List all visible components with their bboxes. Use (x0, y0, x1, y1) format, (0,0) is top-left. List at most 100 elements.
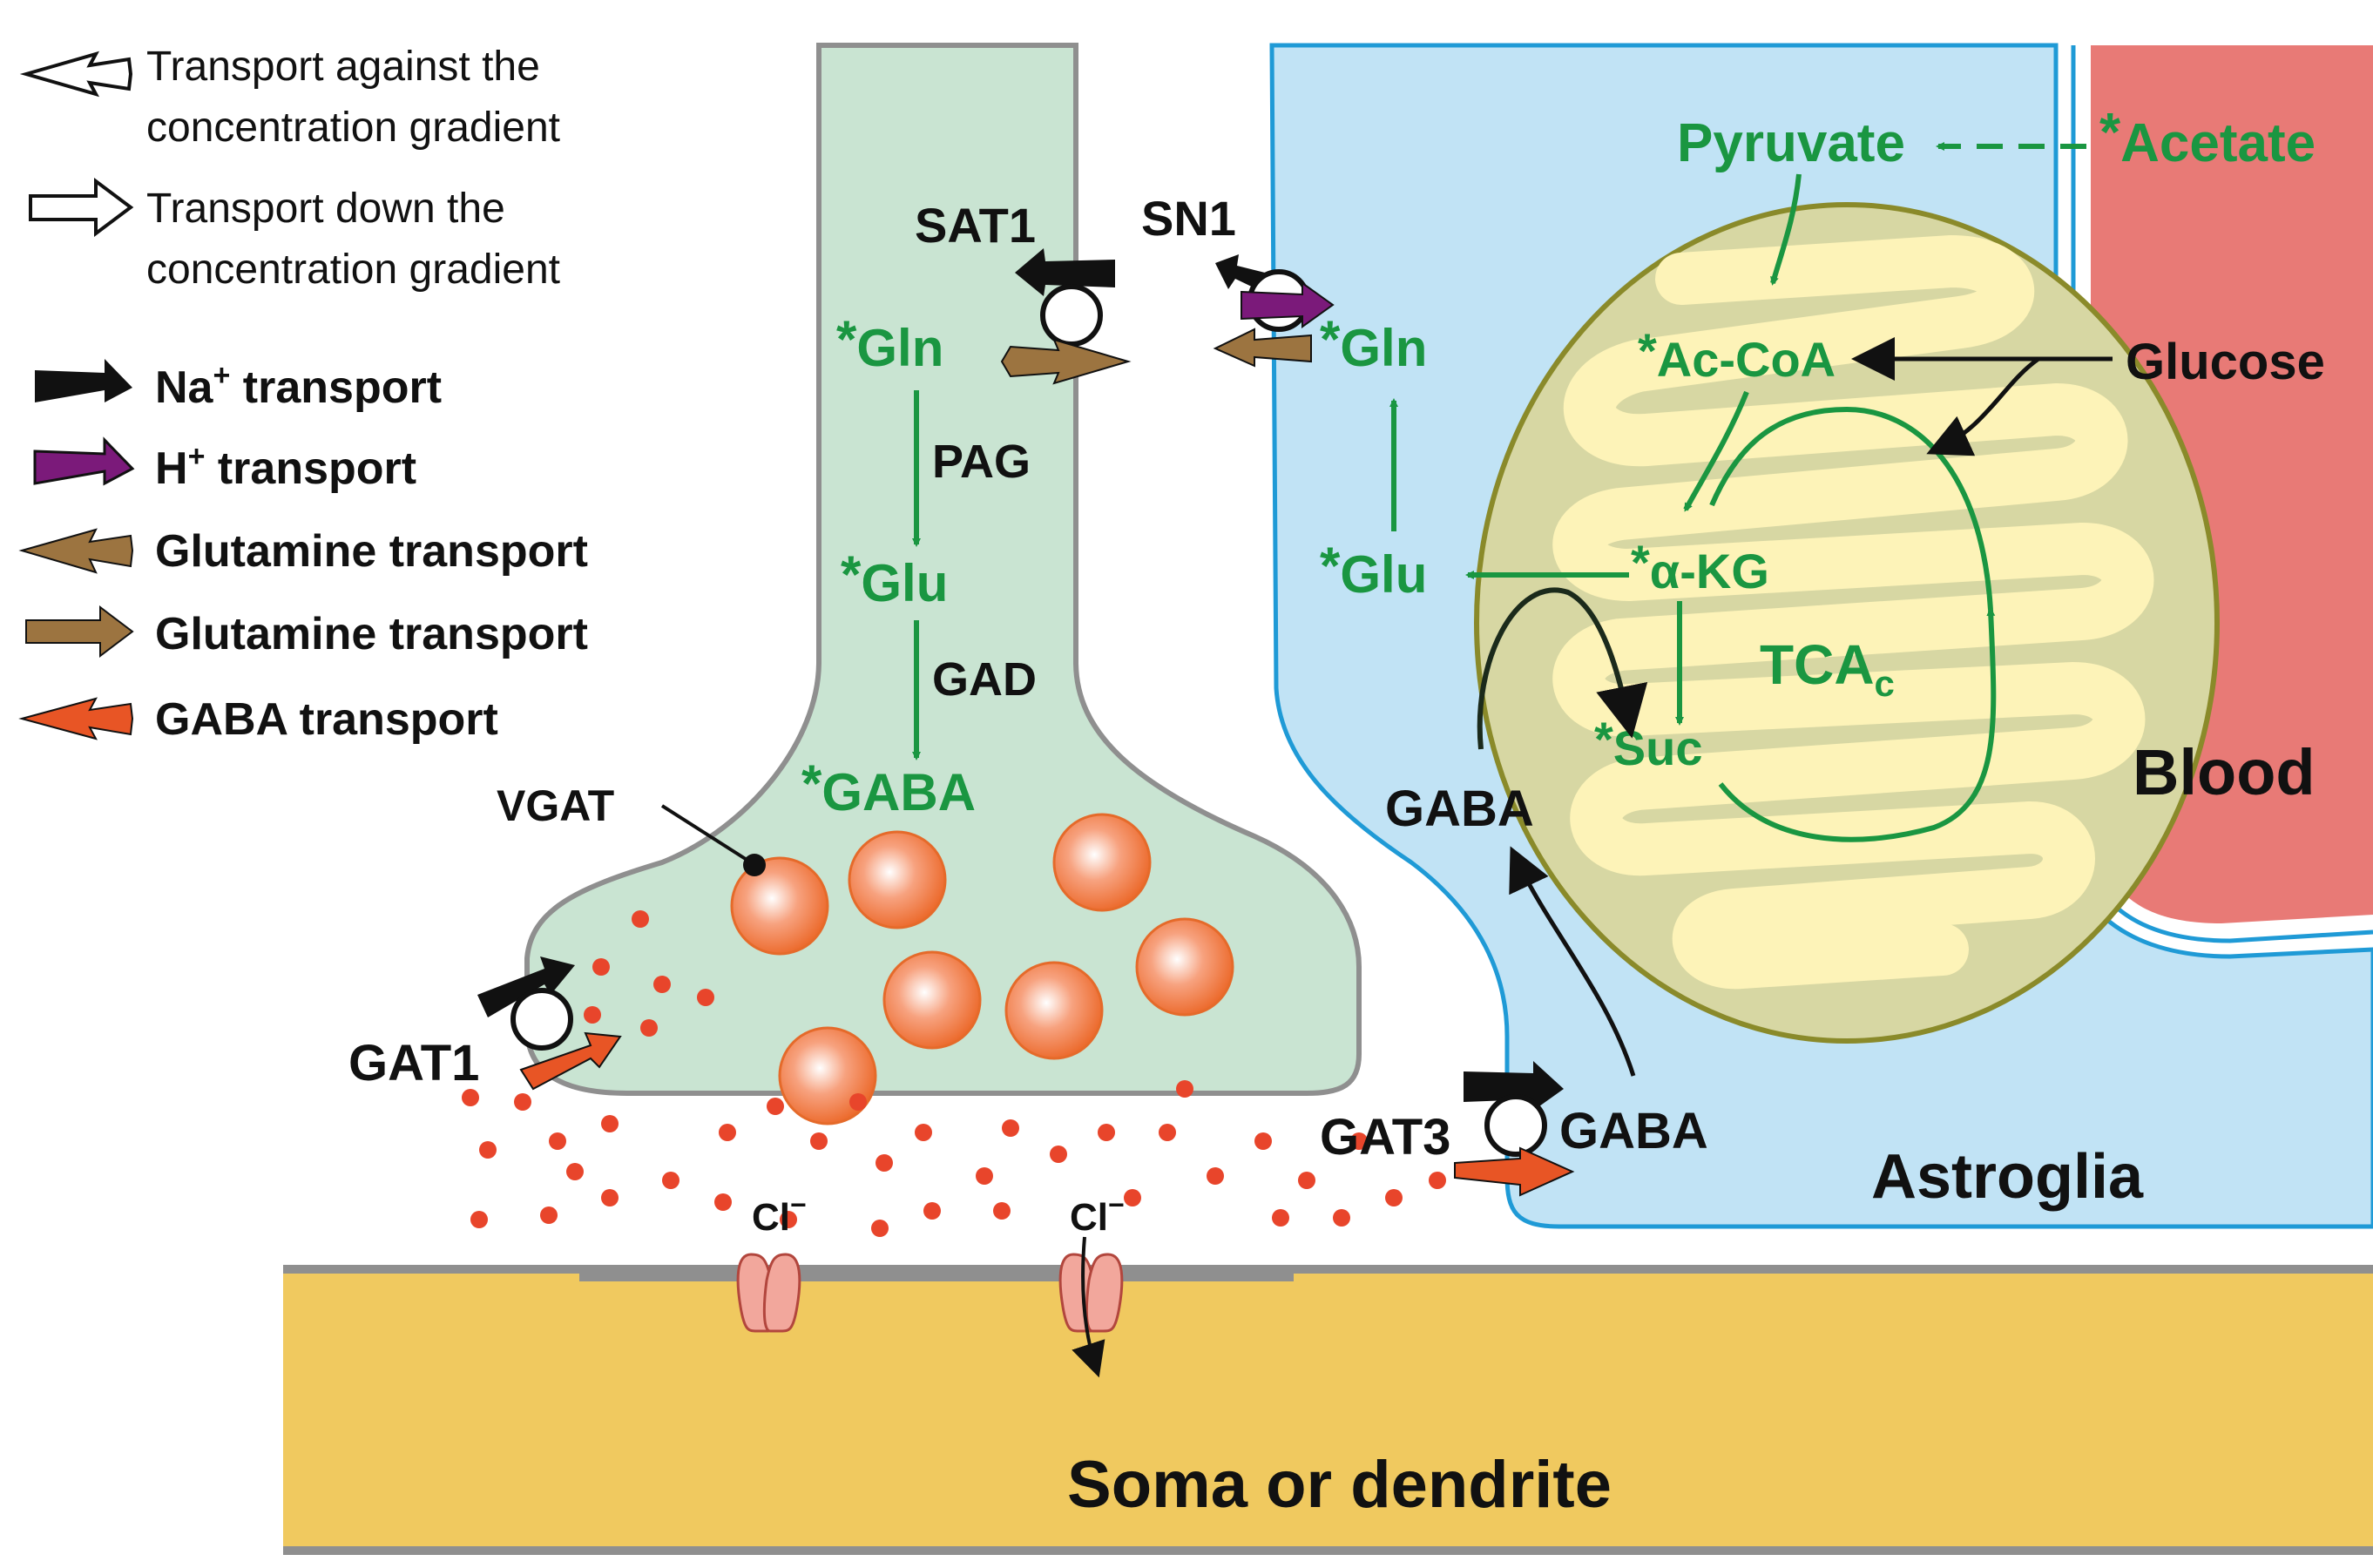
gaba-molecule (566, 1163, 584, 1180)
gaba-molecule (849, 1093, 867, 1111)
legend-h-arrow (33, 436, 135, 486)
gaba-molecule (993, 1202, 1011, 1220)
gaba-molecule (923, 1202, 941, 1220)
pyruvate-label: Pyruvate (1677, 113, 1905, 173)
sat1-glutamine-arrow (1000, 338, 1132, 385)
neuron-gln: *Gln (836, 310, 943, 377)
accoa-to-akg-arrow (1683, 390, 1749, 512)
astroglia-title: Astroglia (1871, 1142, 2144, 1212)
blood-label: Blood (2133, 736, 2316, 808)
gaba-molecule (1298, 1172, 1315, 1189)
tca-label: TCAc (1760, 633, 1895, 704)
astro-gaba-lower: GABA (1559, 1103, 1708, 1159)
gaba-molecule (1272, 1209, 1289, 1227)
gaba-molecule (1385, 1189, 1403, 1206)
vgat-label: VGAT (497, 781, 614, 830)
gat3-na-arrow (1464, 1061, 1564, 1111)
cl-right-label: Cl− (1070, 1189, 1125, 1239)
neuron-pathway: SAT1 *Gln PAG *Glu GAD *GABA VGAT GAT1 (348, 198, 1132, 1092)
gaba-molecule (1429, 1172, 1446, 1189)
gaba-molecule (584, 1006, 601, 1024)
gaba-molecule (479, 1141, 497, 1159)
gaba-molecule (767, 1098, 784, 1115)
synaptic-vesicles (730, 813, 1234, 1125)
neuron-glu: *Glu (841, 545, 948, 612)
gaba-lower-to-upper-arrow (1509, 846, 1636, 1077)
gaba-molecule (632, 910, 649, 928)
legend-down-line1: Transport down the (146, 186, 505, 232)
sat1-transporter (1040, 284, 1103, 347)
synaptic-vesicle (1135, 917, 1234, 1017)
gat3-label: GAT3 (1320, 1109, 1450, 1166)
gaba-molecule (1176, 1080, 1193, 1098)
suc-label: *Suc (1594, 712, 1703, 775)
gad-label: GAD (932, 653, 1037, 706)
gaba-molecule (514, 1093, 531, 1111)
gat1-gaba-arrow (519, 1031, 622, 1091)
soma-label: Soma or dendrite (1067, 1448, 1612, 1522)
legend-against-arrow (19, 51, 133, 98)
legend-against-line1: Transport against the (146, 44, 540, 90)
cl-left-label: Cl− (752, 1189, 807, 1239)
gaba-molecule (871, 1220, 889, 1237)
legend-na: Na+ transport (155, 359, 442, 413)
gat1-label: GAT1 (348, 1035, 479, 1092)
gaba-molecule (1124, 1189, 1141, 1206)
tca-cycle-top (1709, 406, 1993, 611)
synaptic-vesicle (1004, 961, 1104, 1060)
gat1-na-arrow (477, 956, 575, 1017)
gat1-transporter (510, 988, 573, 1051)
synaptic-vesicle (882, 950, 982, 1050)
gaba-molecule (640, 1019, 658, 1037)
pag-label: PAG (932, 436, 1031, 488)
legend-gaba: GABA transport (155, 694, 498, 745)
tca-cycle-arrow (1718, 607, 1997, 842)
legend-glutamine-arrow-2 (25, 605, 134, 659)
accoa-label: *Ac-CoA (1638, 323, 1836, 387)
extracellular-gaba (462, 910, 1494, 1237)
gaba-molecule (662, 1172, 679, 1189)
gaba-molecule (1098, 1124, 1115, 1141)
soma-bottom-membrane (283, 1546, 2373, 1555)
vgat-transporter (743, 854, 766, 876)
legend-down-line2: concentration gradient (146, 247, 560, 293)
sn1-label: SN1 (1141, 191, 1236, 246)
legend-h: H+ transport (155, 440, 416, 494)
gat3-transporter (1484, 1094, 1547, 1157)
glucose-to-mito-arrow (1926, 356, 2040, 456)
synaptic-vesicle (1052, 813, 1152, 912)
gat3-gaba-arrow (1454, 1146, 1575, 1197)
gaba-molecule (470, 1211, 488, 1228)
astro-gln: *Gln (1320, 310, 1427, 377)
gaba-to-suc-arrow (1477, 587, 1648, 750)
gabaa-receptor-left (736, 1253, 801, 1333)
mitochondrion (1474, 202, 2220, 1044)
gaba-molecule (1159, 1124, 1176, 1141)
gaba-molecule (540, 1206, 558, 1224)
gaba-molecule (601, 1189, 619, 1206)
synaptic-vesicle (730, 856, 829, 956)
gaba-molecule (810, 1132, 828, 1150)
gaba-molecule (876, 1154, 893, 1172)
synaptic-vesicle (848, 830, 947, 929)
soma-or-dendrite (283, 1274, 2373, 1551)
gaba-molecule (1207, 1167, 1224, 1185)
sat1-label: SAT1 (915, 198, 1036, 253)
legend-gaba-arrow (18, 697, 134, 740)
sat1-na-arrow (1015, 248, 1115, 296)
sn1-h-arrow (1241, 281, 1335, 328)
acetate-label: *Acetate (2099, 103, 2316, 173)
presynaptic-terminal (524, 43, 1362, 1096)
chloride-influx-arrow (1072, 1236, 1105, 1378)
gaba-molecule (976, 1167, 993, 1185)
mitochondria-cristae (1552, 235, 2154, 990)
gaba-molecule (592, 958, 610, 976)
gaba-molecule (1254, 1132, 1272, 1150)
legend-na-arrow (35, 359, 132, 402)
neuron-gaba: *GABA (801, 754, 976, 821)
legend-glutamine2: Glutamine transport (155, 609, 588, 659)
legend-glutamine-arrow-1 (18, 528, 134, 574)
astro-glu: *Glu (1320, 537, 1427, 604)
